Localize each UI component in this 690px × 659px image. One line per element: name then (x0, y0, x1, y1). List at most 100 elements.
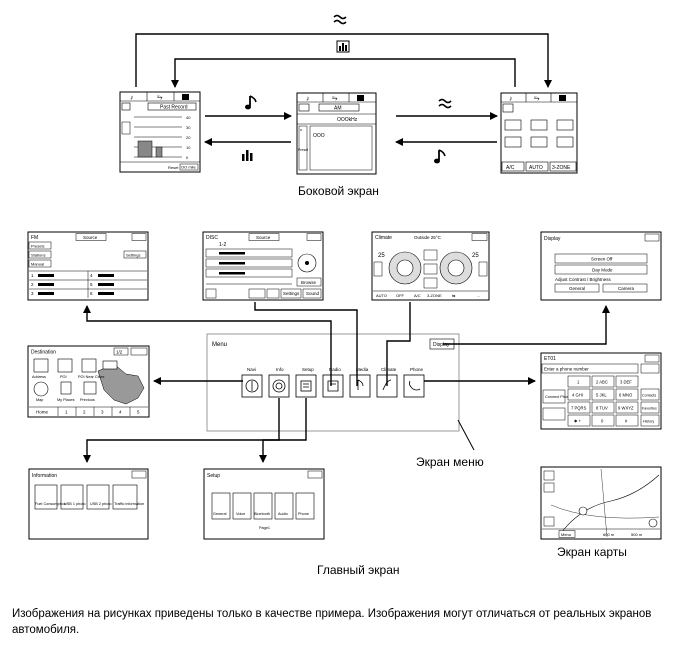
destination-page: 1/2 (116, 349, 123, 354)
menu-setup-button (295, 374, 317, 398)
energy-bars-icon-2 (242, 150, 253, 161)
scale-0: 0 (186, 155, 189, 160)
screen-menu: Menu Display Navi Info Setup Radio Media… (206, 333, 460, 432)
disclaimer-note: Изображения на рисунках приведены только… (12, 608, 652, 636)
climate-icon-2 (438, 98, 452, 109)
svg-text:⥲: ⥲ (332, 96, 338, 103)
climate-recirc: ⇆ (452, 293, 456, 298)
destination-title: Destination (31, 350, 56, 356)
climate-title: Climate (375, 235, 392, 241)
key-star: ✱ + (574, 419, 582, 424)
svg-text:♪: ♪ (509, 96, 513, 103)
side-screen-caption: Боковой экран (298, 184, 379, 198)
screen-climate: Climate Outside 25°C 25 25 AUTO OFF A/C … (371, 231, 490, 301)
setup-phone: Phone (298, 512, 309, 516)
menu-title: Menu (212, 342, 227, 348)
phone-connect: Connect Phone (545, 395, 571, 399)
svg-text:^: ^ (300, 129, 303, 135)
inner-loop-arrow (171, 58, 516, 88)
am-band-label: AM (334, 106, 342, 112)
key-7: 7 PQRS (571, 406, 587, 411)
disc-source: Source (256, 235, 271, 240)
disc-track: 1-2 (219, 242, 226, 248)
phone-title: ET01 (544, 356, 556, 362)
disc-browse: Browse (301, 280, 317, 285)
key-8: 8 TUV (596, 406, 608, 411)
station-label: OOO (313, 133, 325, 139)
dest-map: Map (36, 398, 43, 402)
setup-page: Page1 (259, 526, 270, 530)
info-usb1: USB 1 photo (64, 502, 86, 506)
fm-preset-3: 3 (31, 291, 34, 296)
menu-screen-caption: Экран меню (416, 455, 484, 469)
dest-tab-home: Home (36, 410, 49, 415)
key-3: 3 DEF (620, 380, 632, 385)
fm-source: Source (83, 235, 98, 240)
dest-tab-4: 4 (119, 410, 122, 415)
menu-radio: Radio (329, 367, 341, 372)
display-day-mode: Day Mode (592, 268, 613, 273)
map-scale-1: 600 m (603, 532, 615, 537)
dest-poi-near: POI Near Cities (78, 375, 104, 379)
info-usb2: USB 2 photo (90, 502, 112, 506)
key-4: 4 GHI (572, 393, 583, 398)
music-note-icon-2 (434, 149, 446, 164)
side-screen-climate: ♪ ⥲ A/C AUTO 3-ZONE (500, 92, 578, 174)
screen-destination: Destination 1/2 Address POI POI Near Cit… (27, 345, 150, 418)
climate-icon (333, 14, 347, 25)
screen-disc: DISC Source 1-2 Browse Settings Sound (202, 231, 324, 301)
display-camera: Camera (618, 286, 635, 291)
dest-tab-3: 3 (101, 410, 104, 415)
screen-setup: Setup General Voice Bluetooth Audio Phon… (203, 468, 325, 540)
map-screen-caption: Экран карты (557, 545, 627, 559)
fm-preset-2: 2 (31, 282, 34, 287)
ac-button-label: A/C (506, 165, 515, 171)
three-zone-button-label: 3-ZONE (552, 165, 571, 171)
menu-info: Info (276, 367, 284, 372)
fm-settings: Settings (126, 253, 140, 258)
music-note-icon (245, 95, 257, 110)
phone-history: History (643, 420, 654, 424)
information-title: Information (32, 473, 57, 479)
svg-text:♪: ♪ (306, 96, 310, 103)
disc-sound: Sound (306, 291, 320, 296)
setup-bluetooth: Bluetooth (254, 512, 270, 516)
scale-20: 20 (186, 135, 191, 140)
past-record-label: Past Record (160, 105, 188, 111)
fm-title: FM (31, 235, 38, 241)
energy-bars-icon (336, 40, 350, 53)
reset-label: Reset (168, 165, 179, 170)
side-screen-energy: ♪⥲ Past Record 40 30 20 10 0 Reset OO mi… (119, 91, 201, 173)
setup-voice: Voice (236, 512, 245, 516)
screen-map: Menu 600 m 500 m (540, 466, 662, 540)
key-6: 6 MNO (619, 393, 633, 398)
screen-information: Information Fuel Consumption USB 1 photo… (28, 468, 149, 540)
scale-30: 30 (186, 125, 191, 130)
svg-text:⥲: ⥲ (534, 96, 540, 103)
map-scale-2: 500 m (631, 532, 643, 537)
disc-settings: Settings (283, 291, 300, 296)
menu-setup: Setup (302, 367, 314, 372)
climate-more: ... (477, 293, 480, 298)
key-5: 5 JKL (596, 393, 607, 398)
frequency-label: OOOkHz (337, 117, 358, 123)
phone-contacts: Contacts (642, 394, 656, 398)
disc-title: DISC (206, 235, 218, 241)
fm-preset-5: 5 (90, 282, 93, 287)
display-screen-off: Screen Off (591, 257, 613, 262)
menu-connector-arrows (83, 302, 610, 463)
menu-climate: Climate (381, 367, 397, 372)
climate-temp-left: 25 (378, 253, 385, 259)
setup-audio: Audio (278, 512, 288, 516)
dest-my-places: My Places (57, 398, 75, 402)
outer-loop-arrow (135, 33, 552, 88)
auto-button-label: AUTO (529, 165, 543, 171)
menu-phone-button (403, 374, 425, 398)
info-traffic: Traffic information (114, 502, 144, 506)
dest-address: Address (32, 375, 46, 379)
svg-text:⥲: ⥲ (157, 95, 163, 102)
scale-40: 40 (186, 115, 191, 120)
fm-presets: Presets (31, 244, 45, 249)
phone-prompt: Enter a phone number (544, 367, 589, 372)
